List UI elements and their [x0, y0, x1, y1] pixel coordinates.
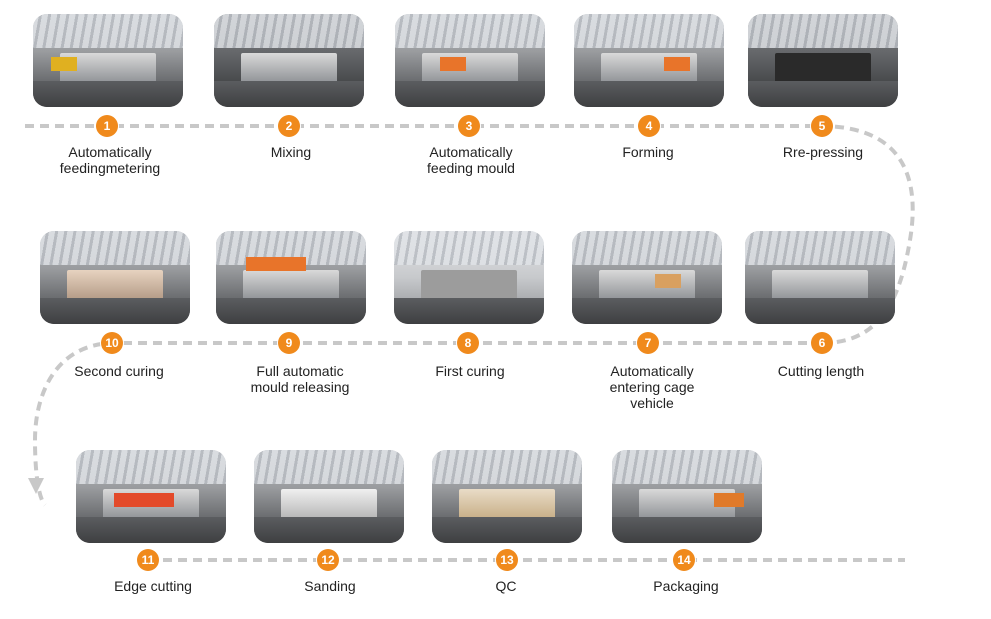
- step-badge-5: 5: [811, 115, 833, 137]
- step-label-2: Mixing: [270, 144, 312, 160]
- step-photo-1: [33, 14, 183, 107]
- step-badge-4: 4: [638, 115, 660, 137]
- step-label-3: Automatically feeding mould: [427, 144, 515, 176]
- step-photo-5: [748, 14, 898, 107]
- flow-arrow-head: [28, 478, 44, 494]
- step-badge-11: 11: [137, 549, 159, 571]
- step-label-12: Sanding: [304, 578, 356, 594]
- step-badge-8: 8: [457, 332, 479, 354]
- step-badge-1: 1: [96, 115, 118, 137]
- step-badge-13: 13: [496, 549, 518, 571]
- flow-path-row-1: [25, 124, 915, 345]
- step-photo-3: [395, 14, 545, 107]
- step-label-14: Packaging: [653, 578, 719, 594]
- step-label-4: Forming: [622, 144, 674, 160]
- step-photo-7: [572, 231, 722, 324]
- step-label-11: Edge cutting: [114, 578, 192, 594]
- step-badge-6: 6: [811, 332, 833, 354]
- step-label-13: QC: [495, 578, 517, 594]
- step-photo-12: [254, 450, 404, 543]
- step-photo-9: [216, 231, 366, 324]
- step-label-1: Automatically feedingmetering: [59, 144, 161, 176]
- step-photo-2: [214, 14, 364, 107]
- step-photo-8: [394, 231, 544, 324]
- step-photo-6: [745, 231, 895, 324]
- step-photo-11: [76, 450, 226, 543]
- step-badge-2: 2: [278, 115, 300, 137]
- step-photo-13: [432, 450, 582, 543]
- step-badge-10: 10: [101, 332, 123, 354]
- step-label-6: Cutting length: [777, 363, 865, 379]
- step-label-10: Second curing: [74, 363, 164, 379]
- step-label-5: Rre-pressing: [782, 144, 864, 160]
- step-badge-12: 12: [317, 549, 339, 571]
- step-badge-9: 9: [278, 332, 300, 354]
- step-badge-14: 14: [673, 549, 695, 571]
- step-photo-14: [612, 450, 762, 543]
- step-photo-4: [574, 14, 724, 107]
- step-label-9: Full automatic mould releasing: [250, 363, 350, 395]
- step-badge-7: 7: [637, 332, 659, 354]
- flow-path-row-2: [32, 341, 822, 507]
- step-label-7: Automatically entering cage vehicle: [609, 363, 695, 411]
- step-photo-10: [40, 231, 190, 324]
- step-badge-3: 3: [458, 115, 480, 137]
- step-label-8: First curing: [435, 363, 505, 379]
